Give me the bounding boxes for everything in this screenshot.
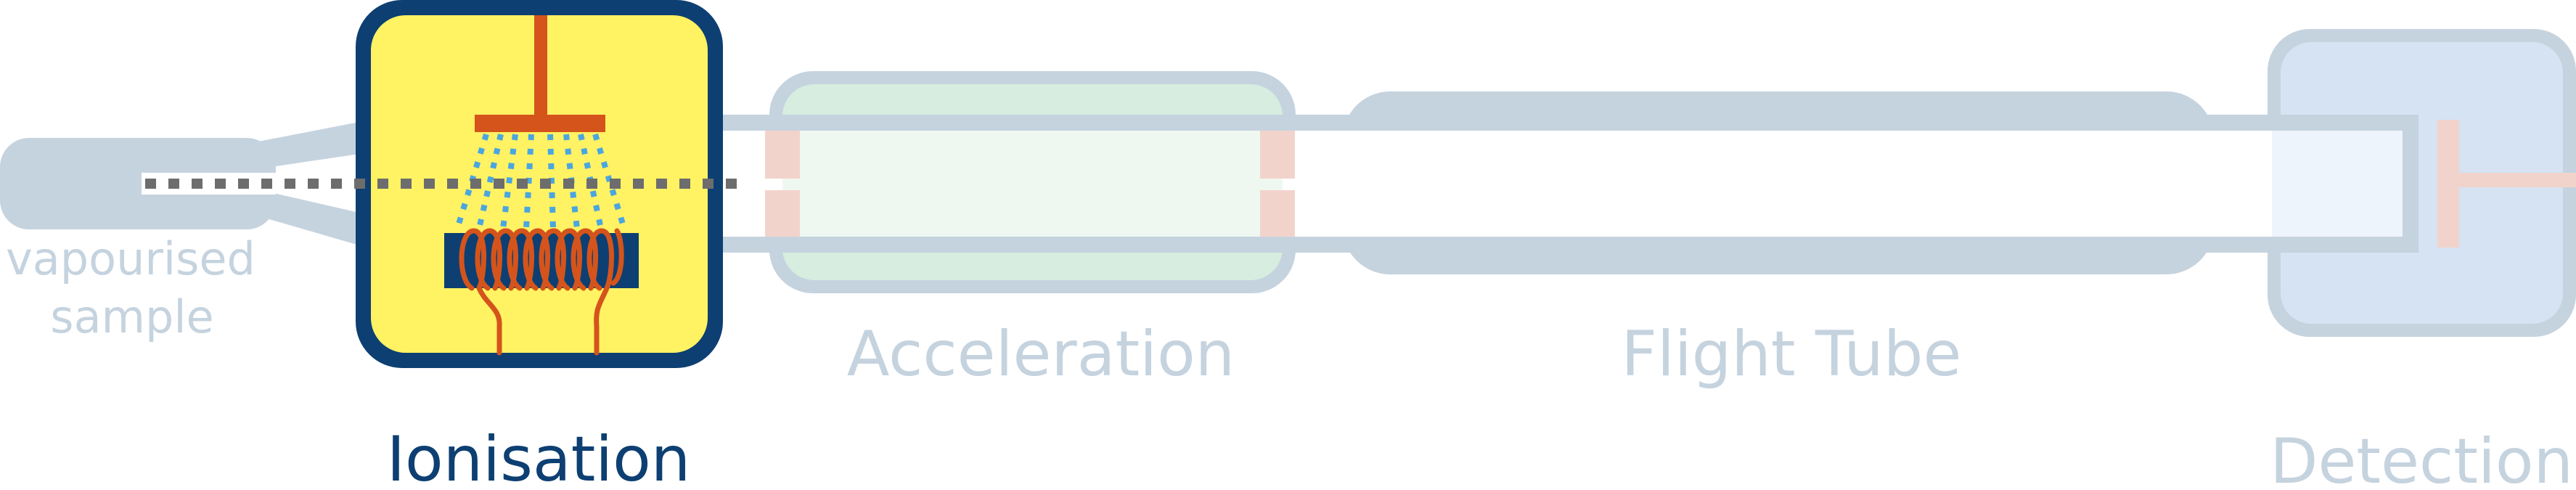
ion-path bbox=[708, 115, 2408, 253]
flight-tube-label: Flight Tube bbox=[1622, 318, 1962, 391]
detection-chamber bbox=[2268, 29, 2576, 337]
sample-label-line1: vapourised bbox=[6, 232, 255, 285]
ionisation-chamber bbox=[356, 0, 723, 368]
electron-gun-plate bbox=[475, 115, 605, 132]
acceleration-chamber bbox=[769, 71, 1296, 293]
detection-label: Detection bbox=[2270, 425, 2573, 490]
acceleration-label: Acceleration bbox=[847, 318, 1235, 391]
sample-label-line2: sample bbox=[50, 290, 213, 343]
detector-plate-icon bbox=[2403, 115, 2576, 253]
acceleration-plates bbox=[765, 131, 1295, 237]
ionisation-label: Ionisation bbox=[387, 423, 691, 490]
sample-inlet bbox=[0, 122, 359, 245]
filament-coil-icon bbox=[459, 228, 624, 356]
electron-gun-stem bbox=[534, 15, 547, 124]
sample-nozzle bbox=[0, 138, 276, 229]
